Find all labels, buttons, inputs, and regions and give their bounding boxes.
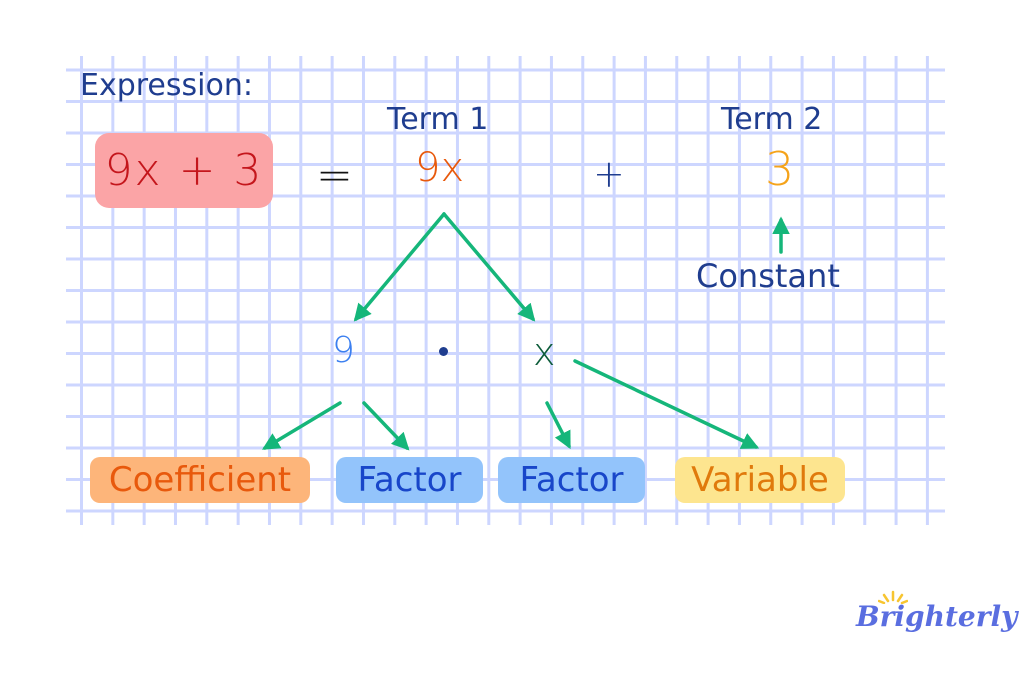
- expression-label: Expression:: [80, 68, 253, 103]
- plus-operator: +: [593, 152, 625, 196]
- equals-sign: =: [316, 150, 353, 201]
- brand-name: Brighterly: [856, 600, 1018, 633]
- chip-factor-1: Factor: [336, 457, 483, 503]
- chip-factor-2: Factor: [498, 457, 645, 503]
- term2-value: 3: [765, 142, 795, 196]
- chip-coefficient: Coefficient: [90, 457, 310, 503]
- expression-text: 9x + 3: [104, 145, 264, 196]
- term1-label: Term 1: [387, 102, 489, 137]
- brighterly-logo: Brighterly: [856, 590, 1018, 633]
- variable-value: x: [533, 330, 556, 374]
- multiplication-dot: [439, 347, 448, 356]
- chip-variable: Variable: [675, 457, 845, 503]
- term1-value: 9x: [415, 145, 465, 191]
- coefficient-value: 9: [332, 330, 355, 371]
- expression-box: 9x + 3: [95, 133, 273, 208]
- sun-icon: [878, 590, 908, 604]
- constant-label: Constant: [696, 257, 840, 295]
- term2-label: Term 2: [721, 102, 823, 137]
